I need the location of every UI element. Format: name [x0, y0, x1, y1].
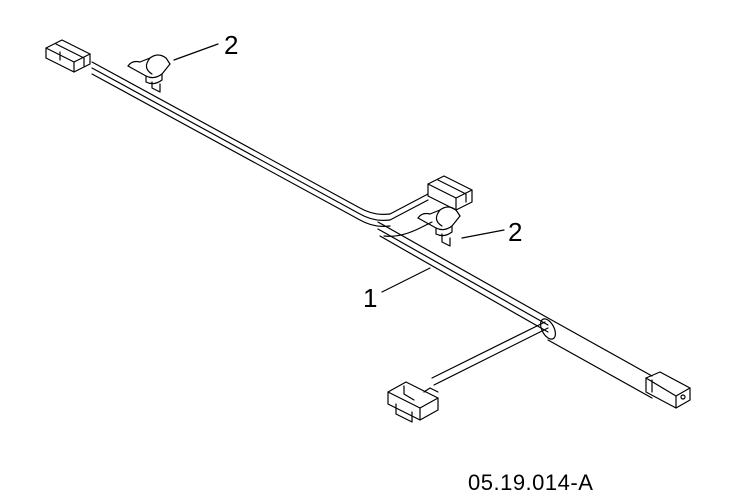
callout-harness: 1: [363, 283, 378, 313]
callout-clip-upper: 2: [224, 30, 239, 60]
leader-line-harness: [381, 267, 431, 293]
figure-id: 05.19.014-A: [468, 470, 594, 495]
connector-sleeve-end: [645, 371, 691, 409]
leader-line-clip-lower: [461, 229, 505, 239]
protective-sleeve: [540, 317, 653, 399]
connector-top-left: [45, 39, 91, 73]
callout-clip-lower: 2: [508, 217, 523, 247]
connector-middle: [427, 175, 473, 211]
harness-trunk-upper: [91, 61, 429, 227]
harness-trunk-lower: [377, 221, 549, 333]
leader-line-clip-upper: [173, 43, 219, 61]
connector-lower-left: [387, 381, 439, 423]
harness-branch-lower: [431, 321, 549, 386]
clip-upper: [127, 54, 171, 93]
clip-lower: [417, 206, 461, 247]
